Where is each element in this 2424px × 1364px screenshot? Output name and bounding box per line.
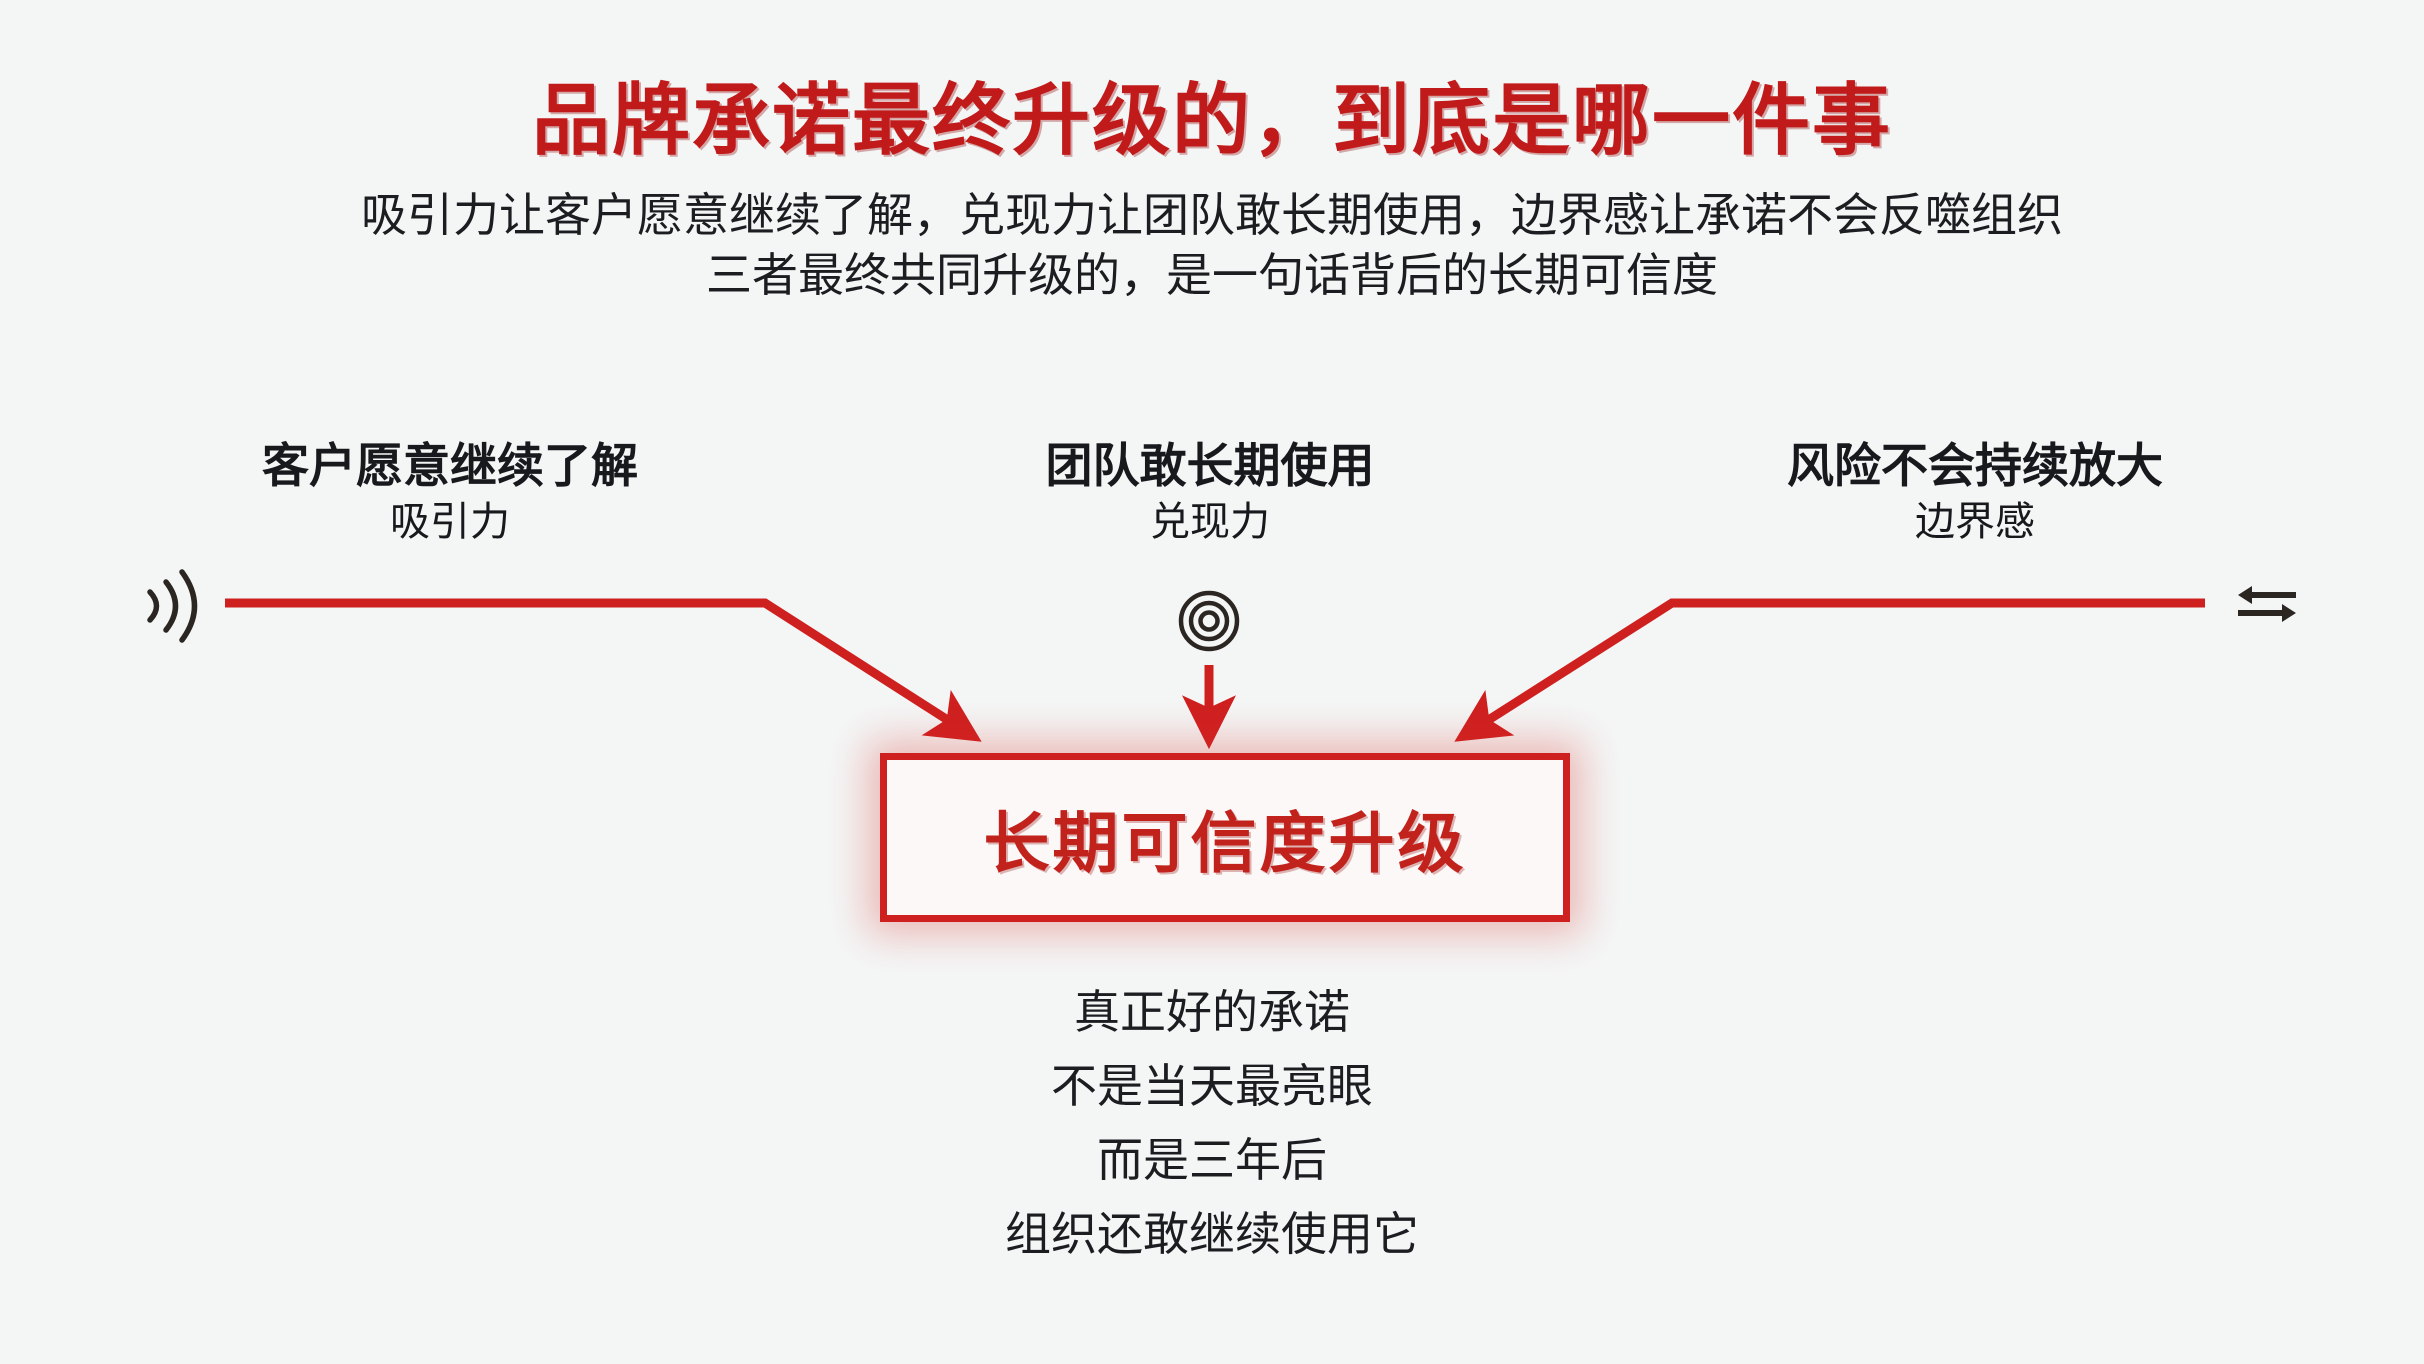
signal-waves-icon [132, 562, 208, 650]
pillar-3-subtitle: 边界感 [1915, 500, 2035, 544]
result-box-label: 长期可信度升级 [983, 805, 1467, 880]
closing-block: 真正好的承诺 不是当天最亮眼 而是三年后 组织还敢继续使用它 [0, 975, 2424, 1271]
connector-right [1454, 598, 2205, 742]
double-arrow-icon [2232, 582, 2302, 626]
result-box[interactable]: 长期可信度升级 [880, 753, 1570, 922]
page-title: 品牌承诺最终升级的，到底是哪一件事 [531, 76, 1892, 164]
subtitle-block: 吸引力让客户愿意继续了解，兑现力让团队敢长期使用，边界感让承诺不会反噬组织 三者… [0, 185, 2424, 305]
bullseye-target-icon [1176, 588, 1242, 654]
closing-line-4: 组织还敢继续使用它 [1005, 1208, 1419, 1260]
pillar-boundary: 风险不会持续放大 边界感 [1655, 437, 2295, 549]
pillar-3-title: 风险不会持续放大 [1787, 439, 2163, 492]
closing-line-3: 而是三年后 [1097, 1134, 1327, 1186]
pillar-1-title: 客户愿意继续了解 [262, 439, 638, 492]
pillar-attraction: 客户愿意继续了解 吸引力 [130, 437, 770, 549]
pillar-delivery: 团队敢长期使用 兑现力 [890, 437, 1530, 549]
closing-line-1: 真正好的承诺 [1074, 986, 1350, 1038]
pillar-2-subtitle: 兑现力 [1150, 500, 1270, 544]
subtitle-line-2: 三者最终共同升级的，是一句话背后的长期可信度 [706, 249, 1718, 301]
pillar-2-title: 团队敢长期使用 [1045, 439, 1375, 492]
pillar-1-subtitle: 吸引力 [390, 500, 510, 544]
closing-line-2: 不是当天最亮眼 [1051, 1060, 1373, 1112]
subtitle-line-1: 吸引力让客户愿意继续了解，兑现力让团队敢长期使用，边界感让承诺不会反噬组织 [361, 189, 2063, 241]
connector-left [225, 598, 982, 742]
